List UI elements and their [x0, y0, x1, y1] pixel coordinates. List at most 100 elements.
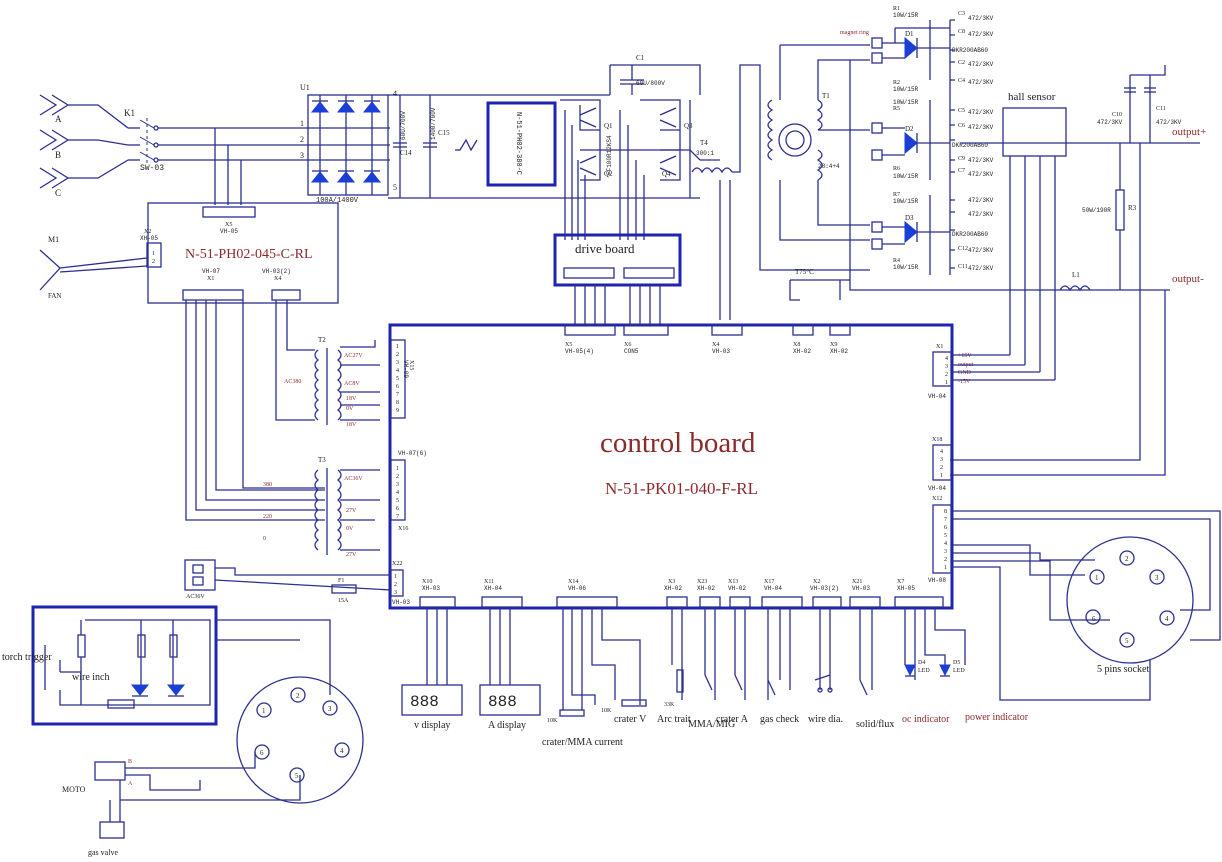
bottom-x23-label: X23: [697, 579, 707, 585]
power-x4-label: X4: [274, 276, 281, 282]
bottom-x3-label: X3: [668, 579, 675, 585]
line-5-label: 5: [393, 183, 397, 192]
r3-value-label: 50W/190R: [1082, 207, 1111, 214]
d5-label: D5: [953, 660, 960, 666]
svg-text:R5: R5: [893, 106, 900, 112]
svg-text:1: 1: [944, 565, 947, 571]
svg-text:3: 3: [396, 360, 399, 366]
x15-connector: [390, 339, 406, 419]
drive-conn-2: [623, 267, 675, 279]
svg-text:4: 4: [944, 541, 947, 547]
thermal-switch: [789, 279, 850, 301]
moto-label: MOTO: [62, 785, 86, 794]
a-display-digits: 888: [488, 693, 517, 711]
crater-mma-label: crater/MMA current: [542, 737, 623, 748]
bottom-x3-type: XH-02: [664, 585, 682, 592]
q2-label: Q2: [604, 170, 613, 178]
f1-label: F1: [338, 578, 344, 584]
motor-a-label: A: [128, 781, 133, 787]
svg-text:C4: C4: [958, 78, 965, 84]
top-x4-type: VH-03: [712, 348, 730, 355]
c14-label: C14: [400, 149, 412, 157]
peripheral-wiring: [426, 607, 966, 710]
c11-output-value-label: 472/3KV: [1156, 119, 1182, 126]
q4-label: Q4: [662, 170, 671, 178]
t2-tap-5: 18V: [346, 422, 357, 428]
svg-text:7: 7: [396, 392, 399, 398]
svg-text:2: 2: [394, 582, 397, 588]
l1-label: L1: [1072, 271, 1080, 279]
t2-ac-label: AC380: [284, 379, 301, 385]
ac36-label: AC36V: [186, 594, 205, 600]
svg-text:5: 5: [396, 376, 399, 382]
d1-label: D1: [905, 30, 914, 38]
drive-board-box: [553, 233, 682, 287]
svg-text:472/3KV: 472/3KV: [968, 211, 994, 218]
crater-mma-10k: 10K: [547, 718, 558, 724]
bottom-x7-label: X7: [897, 579, 904, 585]
x18-label: X18: [932, 437, 942, 443]
bottom-x10-type: XH-03: [422, 585, 440, 592]
socket-pin-6: 6: [1092, 615, 1096, 623]
control-board-code: N-51-PK01-040-F-RL: [605, 479, 758, 498]
five-pin-socket: [1066, 536, 1194, 664]
switches: [704, 674, 868, 696]
c14-value-label: 60U/700V: [400, 111, 407, 140]
t3-in-220: 220: [263, 514, 272, 520]
top-x9-label: X9: [830, 342, 837, 348]
svg-text:6: 6: [396, 506, 399, 512]
svg-text:472/3KV: 472/3KV: [968, 79, 994, 86]
control-top-connectors: [564, 324, 851, 336]
power-x4-conn: [271, 289, 301, 301]
svg-text:R2: R2: [893, 80, 900, 86]
x15-label: X15: [408, 360, 414, 370]
svg-text:4: 4: [945, 356, 948, 362]
power-x5-label: X5: [225, 222, 232, 228]
x1-gnd-label: GND: [958, 370, 972, 376]
fan-pin-2: 2: [152, 259, 155, 265]
t1-ratio-label: 28:4+4: [818, 163, 840, 170]
t3-in-380: 380: [263, 482, 272, 488]
svg-text:472/3KV: 472/3KV: [968, 124, 994, 131]
top-x5-type: VH-05(4): [565, 348, 594, 355]
bottom-x14-label: X14: [568, 579, 578, 585]
c1-value-label: 60U/800V: [636, 80, 665, 87]
svg-text:10W/15R: 10W/15R: [893, 198, 919, 205]
bottom-x21-label: X21: [852, 579, 862, 585]
svg-text:4: 4: [940, 449, 943, 455]
bottom-x7-type: XH-05: [897, 585, 915, 592]
line-4-label: 4: [393, 89, 397, 98]
arc-trait-label: Arc trait: [657, 714, 691, 725]
svg-text:2: 2: [940, 465, 943, 471]
d2-type-label: DKR200AB60: [952, 142, 988, 149]
v-display-label: v display: [414, 720, 450, 731]
arc-trait-pot: [676, 669, 684, 693]
d1-type-label: DKR200AB60: [952, 47, 988, 54]
bottom-x11-label: X11: [484, 579, 494, 585]
svg-text:472/3KV: 472/3KV: [968, 265, 994, 272]
svg-text:3: 3: [940, 457, 943, 463]
d2-label: D2: [905, 125, 914, 133]
a-display: [479, 684, 541, 716]
svg-text:C11: C11: [958, 264, 968, 270]
bottom-x2-label: X2: [813, 579, 820, 585]
top-x8-label: X8: [793, 342, 800, 348]
bottom-x23-type: XH-02: [697, 585, 715, 592]
svg-text:10W/15R: 10W/15R: [893, 86, 919, 93]
c10-value-label: 472/3KV: [1097, 119, 1123, 126]
hall-sensor-label: hall sensor: [1008, 91, 1056, 103]
l1-inductor: [1059, 285, 1091, 292]
top-x6-label: X6: [624, 342, 631, 348]
svg-text:8: 8: [396, 400, 399, 406]
u1-rating-label: 100A/1400V: [316, 197, 359, 205]
torch-trigger-label: torch trigger: [2, 652, 52, 663]
t2-tap-4: 0V: [346, 406, 354, 412]
crater-a-label: crater A: [716, 714, 749, 725]
svg-text:8: 8: [944, 509, 947, 515]
x16-connector: [390, 459, 406, 521]
svg-text:6: 6: [944, 525, 947, 531]
svg-text:C7: C7: [958, 168, 965, 174]
torch-pin-5: 5: [295, 772, 299, 780]
control-board-title: control board: [600, 427, 756, 459]
